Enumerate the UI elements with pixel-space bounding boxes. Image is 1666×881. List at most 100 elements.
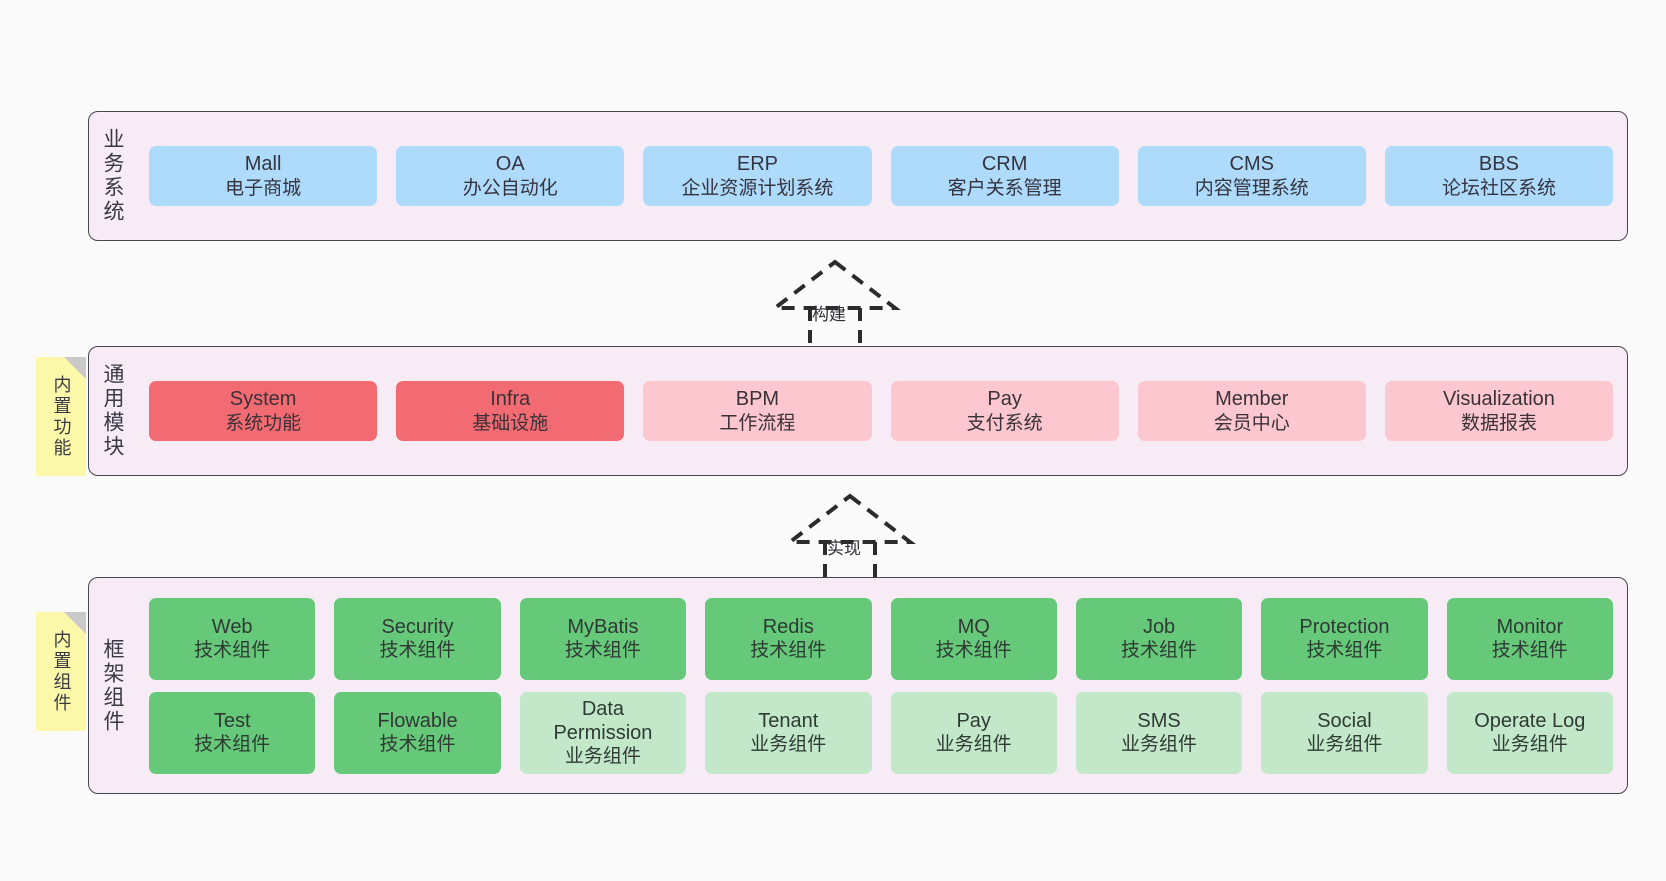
framework-card-job-name: Job bbox=[1142, 615, 1176, 638]
common-card-bpm[interactable]: BPM 工作流程 bbox=[643, 381, 872, 441]
business-card-bbs-name: BBS bbox=[1478, 153, 1519, 176]
common-card-bpm-desc: 工作流程 bbox=[719, 412, 796, 434]
band-business-system-label-text: 业务系统 bbox=[101, 128, 125, 224]
framework-card-monitor-name: Monitor bbox=[1496, 615, 1564, 638]
common-card-infra-name: Infra bbox=[490, 388, 531, 411]
framework-card-test-desc: 技术组件 bbox=[194, 734, 271, 756]
common-card-member-name: Member bbox=[1215, 388, 1289, 411]
framework-card-social-desc: 业务组件 bbox=[1306, 734, 1383, 756]
connector-build-label: 构建 bbox=[812, 305, 846, 324]
framework-card-protection-name: Protection bbox=[1299, 615, 1390, 638]
band-business-system: 业务系统 Mall 电子商城 OA 办公自动化 ERP 企业资源计划系统 CRM… bbox=[88, 111, 1628, 241]
business-card-erp-desc: 企业资源计划系统 bbox=[681, 177, 834, 199]
common-card-pay-name: Pay bbox=[987, 388, 1022, 411]
band-common-module: 通用模块 System 系统功能 Infra 基础设施 BPM 工作流程 Pay… bbox=[88, 346, 1628, 476]
business-card-erp-name: ERP bbox=[736, 153, 778, 176]
framework-card-mq-name: MQ bbox=[957, 615, 990, 638]
framework-card-job-desc: 技术组件 bbox=[1121, 640, 1198, 662]
common-card-visualization[interactable]: Visualization 数据报表 bbox=[1384, 381, 1614, 441]
framework-card-job[interactable]: Job 技术组件 bbox=[1075, 597, 1243, 680]
framework-card-tenant[interactable]: Tenant 业务组件 bbox=[705, 691, 872, 774]
framework-card-flowable[interactable]: Flowable 技术组件 bbox=[334, 691, 501, 774]
framework-card-sms[interactable]: SMS 业务组件 bbox=[1075, 691, 1243, 774]
framework-card-pay-name: Pay bbox=[956, 709, 991, 732]
framework-card-test[interactable]: Test 技术组件 bbox=[149, 691, 316, 774]
sticky-note-fold-icon bbox=[64, 357, 86, 379]
framework-card-monitor[interactable]: Monitor 技术组件 bbox=[1446, 597, 1613, 680]
framework-card-mq[interactable]: MQ 技术组件 bbox=[890, 597, 1057, 680]
business-card-cms[interactable]: CMS 内容管理系统 bbox=[1137, 146, 1366, 206]
framework-card-pay[interactable]: Pay 业务组件 bbox=[890, 691, 1057, 774]
framework-card-operate-log[interactable]: Operate Log 业务组件 bbox=[1446, 691, 1613, 774]
business-card-erp[interactable]: ERP 企业资源计划系统 bbox=[643, 146, 872, 206]
business-card-crm[interactable]: CRM 客户关系管理 bbox=[890, 146, 1119, 206]
business-card-oa-desc: 办公自动化 bbox=[462, 177, 558, 199]
framework-card-sms-name: SMS bbox=[1137, 709, 1181, 732]
framework-card-tenant-name: Tenant bbox=[758, 709, 819, 732]
framework-card-security-name: Security bbox=[381, 615, 454, 638]
business-system-row: Mall 电子商城 OA 办公自动化 ERP 企业资源计划系统 CRM 客户关系… bbox=[149, 146, 1614, 206]
band-common-module-body: System 系统功能 Infra 基础设施 BPM 工作流程 Pay 支付系统… bbox=[135, 347, 1627, 475]
common-card-system-name: System bbox=[229, 388, 297, 411]
framework-card-web-name: Web bbox=[211, 615, 253, 638]
business-card-crm-desc: 客户关系管理 bbox=[947, 177, 1062, 199]
framework-card-protection[interactable]: Protection 技术组件 bbox=[1261, 597, 1428, 680]
framework-card-data-permission-name: Data Permission bbox=[553, 697, 653, 744]
framework-card-flowable-name: Flowable bbox=[377, 709, 458, 732]
framework-card-web[interactable]: Web 技术组件 bbox=[149, 597, 316, 680]
common-card-member[interactable]: Member 会员中心 bbox=[1137, 381, 1366, 441]
band-business-system-body: Mall 电子商城 OA 办公自动化 ERP 企业资源计划系统 CRM 客户关系… bbox=[135, 112, 1627, 240]
framework-card-pay-desc: 业务组件 bbox=[935, 734, 1012, 756]
framework-card-tenant-desc: 业务组件 bbox=[750, 734, 827, 756]
framework-card-security-desc: 技术组件 bbox=[379, 640, 456, 662]
business-card-mall-name: Mall bbox=[244, 153, 282, 176]
framework-card-mybatis[interactable]: MyBatis 技术组件 bbox=[519, 597, 687, 680]
framework-business-row: Test 技术组件 Flowable 技术组件 Data Permission … bbox=[149, 691, 1613, 774]
business-card-cms-name: CMS bbox=[1229, 153, 1274, 176]
common-card-system-desc: 系统功能 bbox=[225, 412, 302, 434]
common-card-visualization-desc: 数据报表 bbox=[1460, 412, 1537, 434]
connector-implement: 实现 bbox=[765, 490, 935, 582]
common-module-row: System 系统功能 Infra 基础设施 BPM 工作流程 Pay 支付系统… bbox=[149, 381, 1614, 441]
common-card-bpm-name: BPM bbox=[735, 388, 780, 411]
framework-card-test-name: Test bbox=[213, 709, 251, 732]
business-card-mall[interactable]: Mall 电子商城 bbox=[149, 146, 378, 206]
framework-card-flowable-desc: 技术组件 bbox=[379, 734, 456, 756]
business-card-oa[interactable]: OA 办公自动化 bbox=[396, 146, 625, 206]
band-common-module-label-text: 通用模块 bbox=[101, 363, 125, 459]
framework-card-security[interactable]: Security 技术组件 bbox=[334, 597, 501, 680]
business-card-bbs[interactable]: BBS 论坛社区系统 bbox=[1384, 146, 1614, 206]
sticky-note-builtin-component-text: 内置组件 bbox=[51, 629, 72, 714]
sticky-note-builtin-function-text: 内置功能 bbox=[51, 374, 72, 459]
framework-card-operate-log-name: Operate Log bbox=[1474, 709, 1586, 732]
common-card-infra[interactable]: Infra 基础设施 bbox=[396, 381, 625, 441]
framework-card-redis-desc: 技术组件 bbox=[750, 640, 827, 662]
sticky-note-builtin-function: 内置功能 bbox=[36, 357, 86, 476]
band-business-system-label: 业务系统 bbox=[89, 112, 135, 240]
common-card-visualization-name: Visualization bbox=[1442, 388, 1555, 411]
framework-card-mybatis-name: MyBatis bbox=[567, 615, 639, 638]
framework-card-social[interactable]: Social 业务组件 bbox=[1261, 691, 1428, 774]
business-card-cms-desc: 内容管理系统 bbox=[1194, 177, 1309, 199]
connector-implement-label: 实现 bbox=[827, 539, 861, 558]
framework-tech-row: Web 技术组件 Security 技术组件 MyBatis 技术组件 Redi… bbox=[149, 597, 1613, 680]
band-framework-component: 框架组件 Web 技术组件 Security 技术组件 MyBatis 技术组件… bbox=[88, 577, 1628, 794]
business-card-mall-desc: 电子商城 bbox=[225, 177, 302, 199]
sticky-note-builtin-component: 内置组件 bbox=[36, 612, 86, 731]
framework-card-operate-log-desc: 业务组件 bbox=[1491, 734, 1568, 756]
framework-card-redis[interactable]: Redis 技术组件 bbox=[705, 597, 872, 680]
framework-card-web-desc: 技术组件 bbox=[194, 640, 271, 662]
band-framework-component-label-text: 框架组件 bbox=[101, 637, 125, 734]
framework-card-social-name: Social bbox=[1317, 709, 1372, 732]
framework-card-data-permission-desc: 业务组件 bbox=[564, 746, 641, 768]
framework-card-protection-desc: 技术组件 bbox=[1306, 640, 1383, 662]
business-card-bbs-desc: 论坛社区系统 bbox=[1441, 177, 1556, 199]
framework-card-mq-desc: 技术组件 bbox=[935, 640, 1012, 662]
framework-card-monitor-desc: 技术组件 bbox=[1491, 640, 1568, 662]
common-card-infra-desc: 基础设施 bbox=[472, 412, 549, 434]
common-card-system[interactable]: System 系统功能 bbox=[149, 381, 378, 441]
business-card-crm-name: CRM bbox=[981, 153, 1028, 176]
framework-card-data-permission[interactable]: Data Permission 业务组件 bbox=[519, 691, 687, 774]
framework-card-redis-name: Redis bbox=[762, 615, 814, 638]
common-card-pay[interactable]: Pay 支付系统 bbox=[890, 381, 1119, 441]
